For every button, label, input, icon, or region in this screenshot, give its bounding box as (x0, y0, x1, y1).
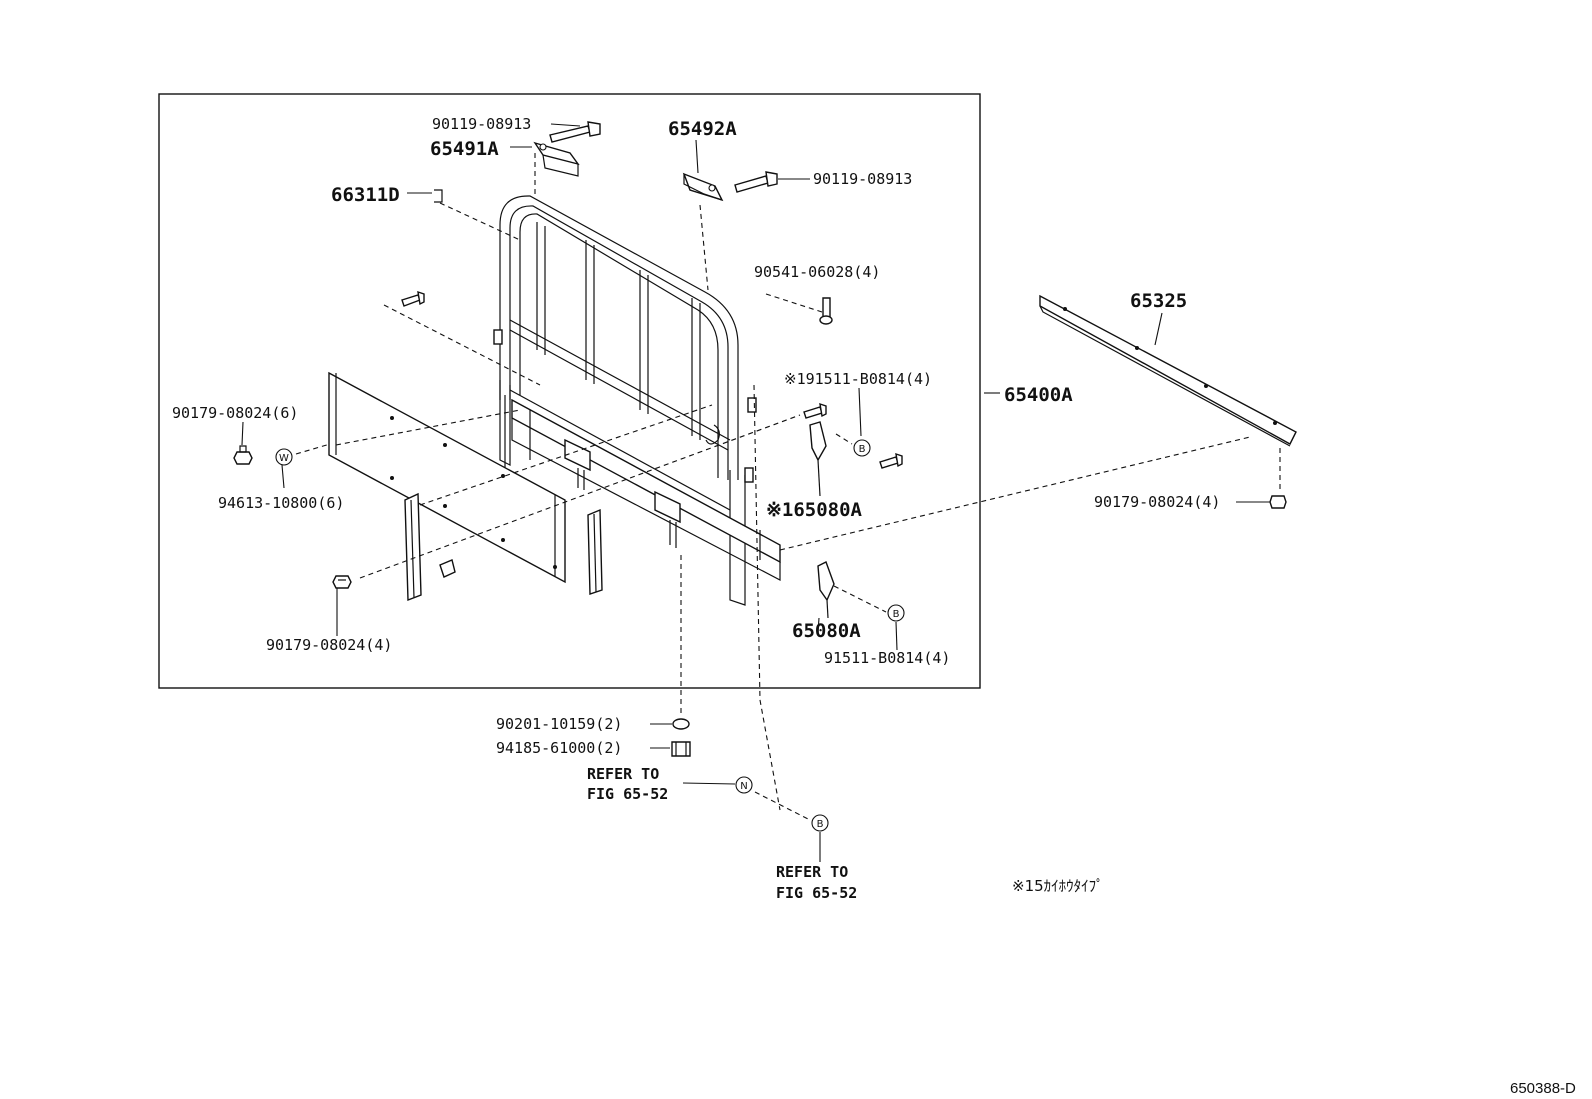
nut-90179-6 (233, 445, 253, 465)
clip-66311D (434, 189, 443, 203)
label-66311D: 66311D (331, 184, 400, 206)
nut-90179-4-left (332, 575, 352, 589)
label-refer-to-2: REFER TO (776, 863, 848, 881)
label-90179-08024-6: 90179-08024(6) (172, 404, 298, 422)
label-65400A: 65400A (1004, 384, 1073, 406)
guard-frame-drawing (493, 195, 781, 606)
bolt-191511 (803, 402, 827, 419)
label-90119-08913-right: 90119-08913 (813, 170, 912, 188)
leader-lines (241, 123, 1270, 862)
svg-text:N: N (740, 781, 747, 792)
label-165080A: ※165080A (766, 499, 863, 521)
assembly-dashed-lines (295, 153, 1281, 821)
label-91511-B0814: 91511-B0814(4) (824, 649, 950, 667)
nut-90179-4-right (1269, 495, 1287, 509)
part-labels: 90119-08913 65491A 65492A 90119-08913 66… (172, 115, 1576, 1097)
marker-b-middle: B (887, 604, 905, 622)
label-94185-61000: 94185-61000(2) (496, 739, 622, 757)
bolt-90541-a (401, 290, 425, 307)
label-90541-06028: 90541-06028(4) (754, 263, 880, 281)
label-fig-65-52-2: FIG 65-52 (776, 884, 857, 902)
bolt-90119-right (734, 171, 778, 193)
front-panel-drawing (328, 371, 566, 584)
label-65080A: 65080A (792, 620, 861, 642)
label-note-15-type: ※15ｶｲﾎｳﾀｲﾌﾟ (1012, 877, 1104, 895)
label-65491A: 65491A (430, 138, 499, 160)
svg-text:B: B (893, 609, 900, 620)
latch-65080A (817, 561, 835, 619)
marker-b-lower: B (811, 814, 829, 832)
label-90119-08913-upper: 90119-08913 (432, 115, 531, 133)
svg-text:W: W (279, 453, 289, 464)
latch-165080A (809, 421, 827, 497)
hinge-65491A (533, 141, 580, 177)
label-90179-08024-4-right: 90179-08024(4) (1094, 493, 1220, 511)
hinge-65492A (682, 172, 724, 202)
label-65492A: 65492A (668, 118, 737, 140)
bolt-90541-b (819, 297, 833, 325)
label-fig-65-52-1: FIG 65-52 (587, 785, 668, 803)
marker-n: N (735, 776, 753, 794)
drawing-code: 650388-D (1510, 1080, 1576, 1097)
rail-65325-drawing (1039, 294, 1297, 447)
bolt-right-latch (879, 452, 903, 469)
label-refer-to-1: REFER TO (587, 765, 659, 783)
svg-text:B: B (817, 819, 824, 830)
nut-94185 (671, 741, 691, 757)
assembly-frame-box (158, 93, 981, 689)
label-90179-08024-4-left: 90179-08024(4) (266, 636, 392, 654)
bolt-90119-upper (549, 121, 601, 143)
label-191511-B0814: ※191511-B0814(4) (784, 370, 932, 388)
label-65325: 65325 (1130, 290, 1187, 312)
label-94613-10800: 94613-10800(6) (218, 494, 344, 512)
svg-text:B: B (859, 444, 866, 455)
marker-b-upper: B (853, 439, 871, 457)
marker-w: W (275, 448, 293, 466)
label-90201-10159: 90201-10159(2) (496, 715, 622, 733)
stake-posts-drawing (404, 492, 603, 602)
washer-90201 (672, 718, 690, 730)
